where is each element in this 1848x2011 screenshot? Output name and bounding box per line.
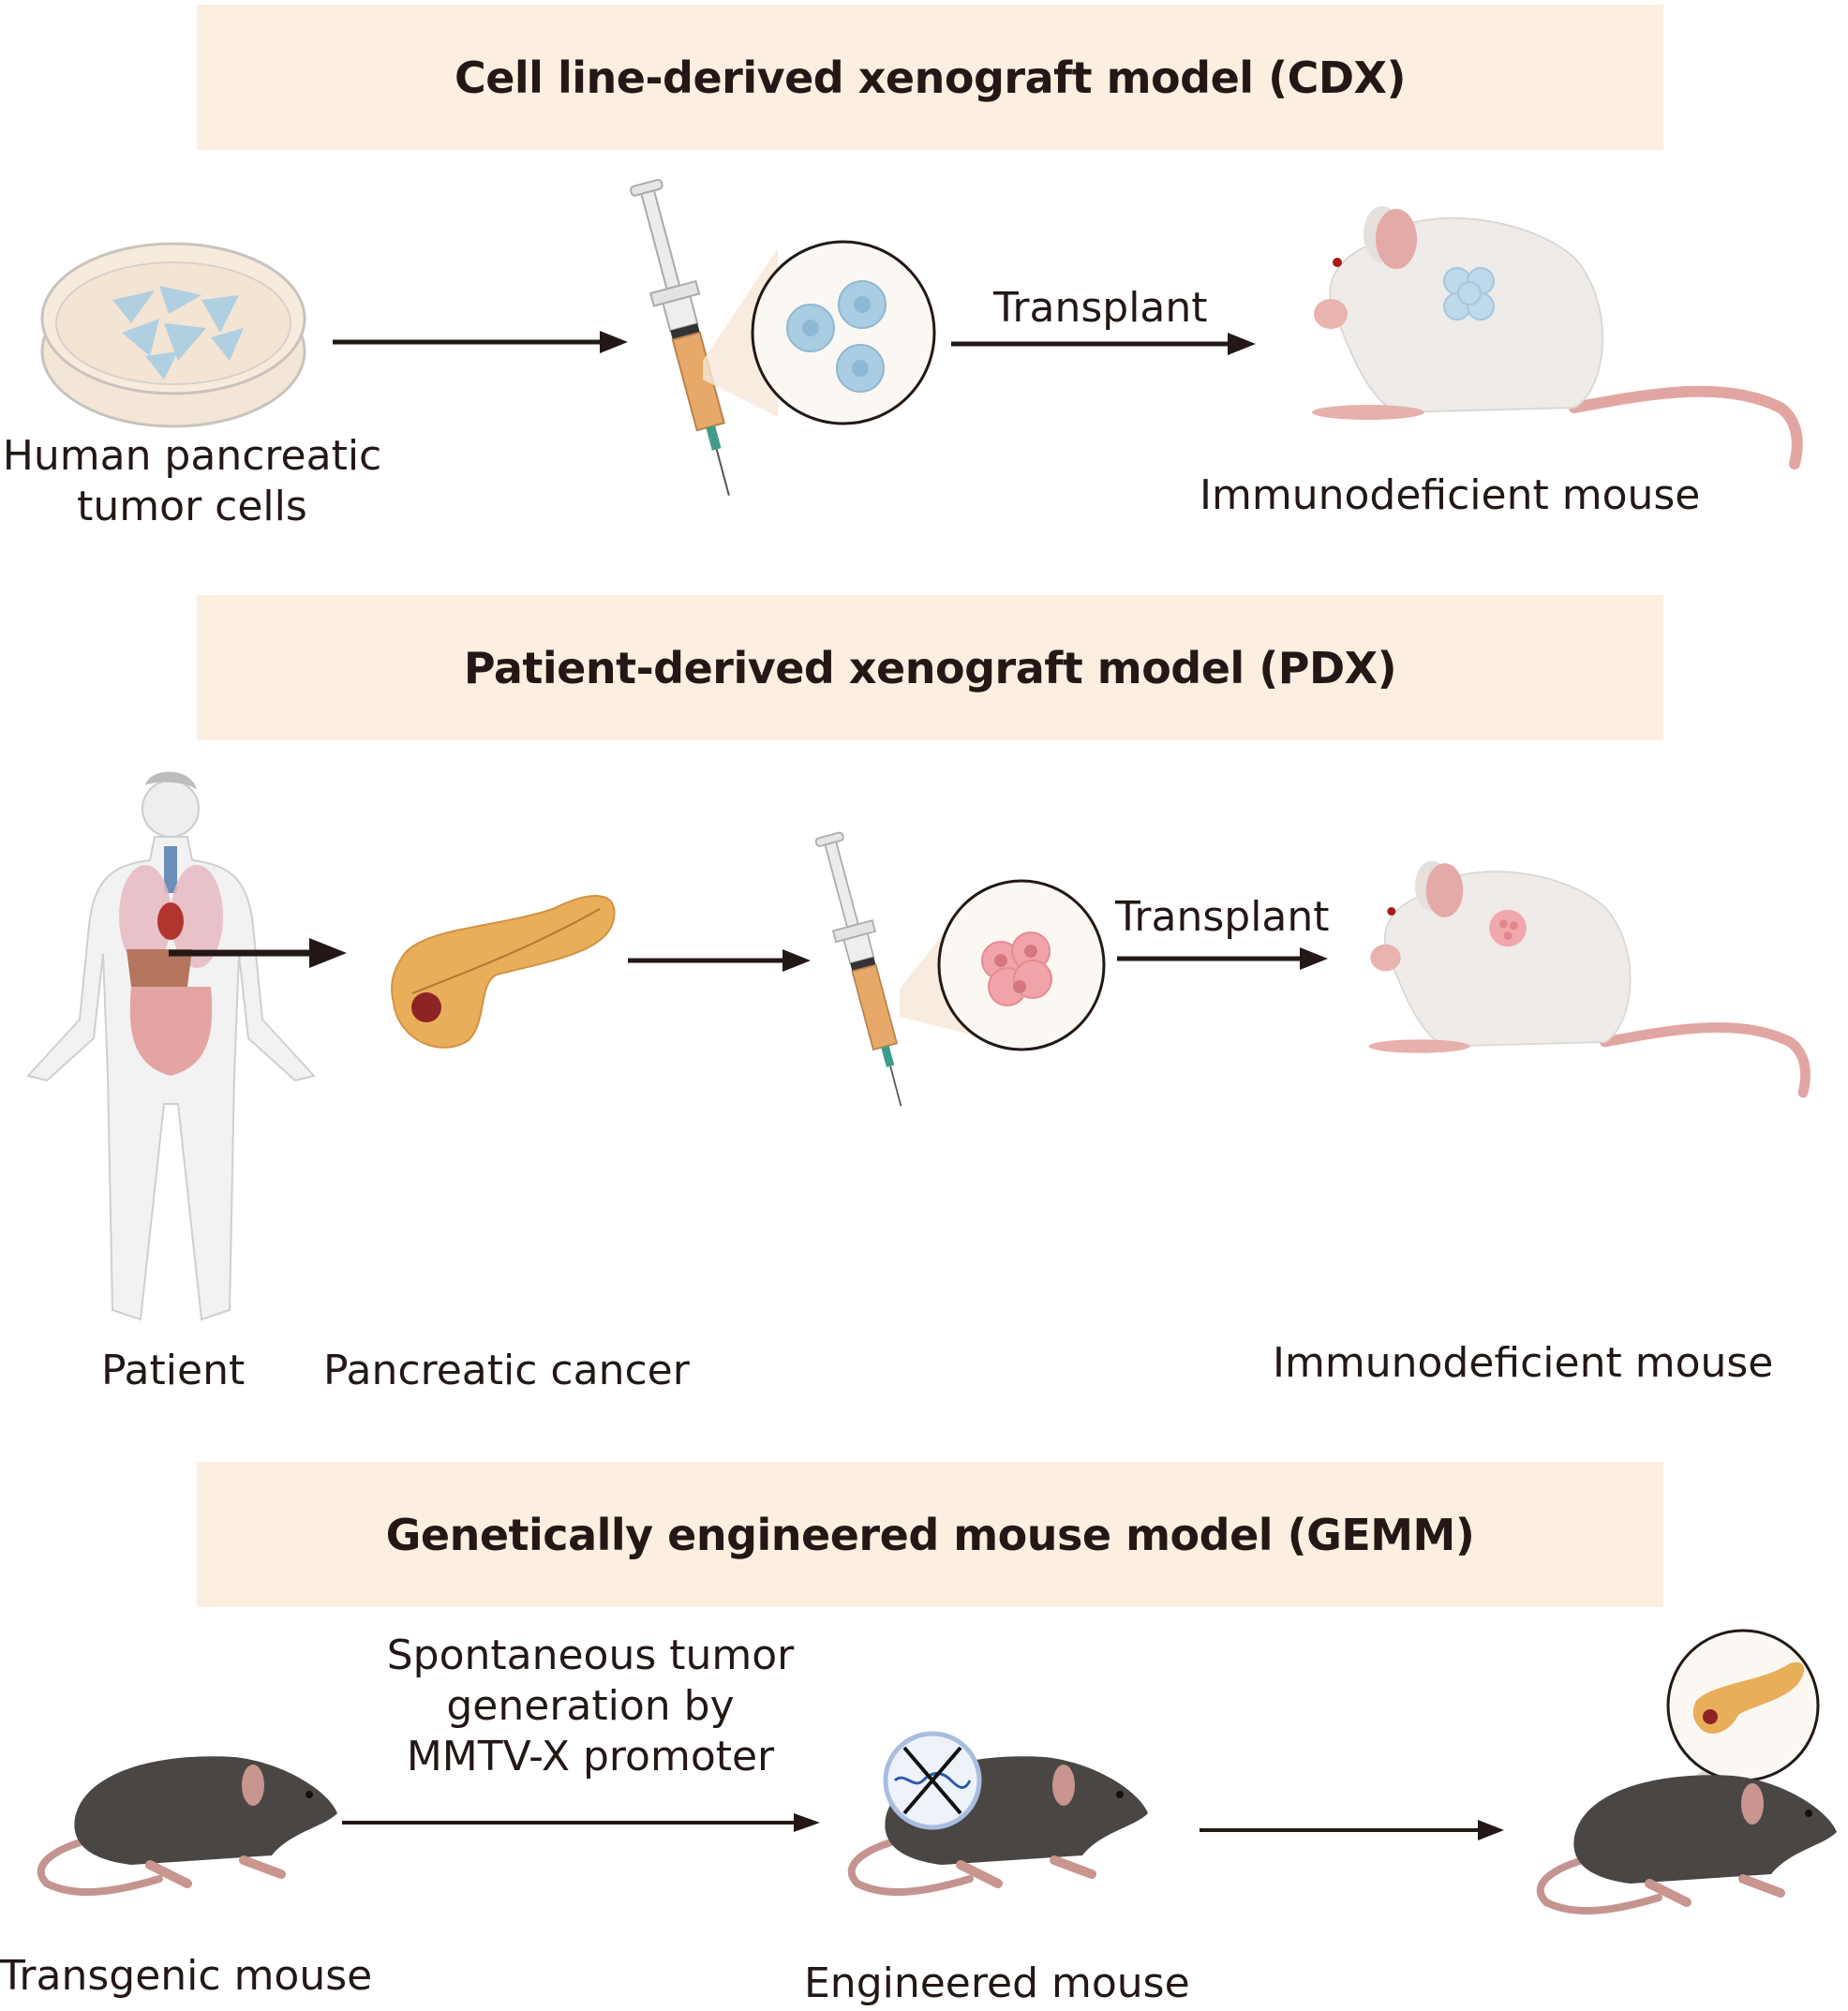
gemm-engineered-label: Engineered mouse <box>804 1959 1190 2007</box>
gemm-arrow-line-1: Spontaneous tumor <box>386 1631 795 1679</box>
immunodeficient-mouse-icon <box>1312 206 1803 469</box>
arrow-right-icon <box>333 331 628 353</box>
cdx-magnified-cells <box>703 240 936 425</box>
pdx-title-banner: Patient-derived xenograft model (PDX) <box>197 595 1663 740</box>
arrow-right-icon <box>628 949 811 972</box>
arrow-right-icon <box>1117 947 1328 970</box>
pdx-transplant-label: Transplant <box>1115 893 1330 941</box>
transgenic-mouse-icon <box>37 1756 337 1897</box>
cdx-title: Cell line-derived xenograft model (CDX) <box>454 52 1407 103</box>
tumor-graft <box>1489 909 1527 947</box>
syringe-icon <box>814 831 902 1107</box>
arrow-right-icon <box>169 938 347 968</box>
tumor-bearing-mouse-icon <box>1536 1629 1837 1915</box>
gemm-source-label: Transgenic mouse <box>0 1952 373 2000</box>
cdx-source-line-2: tumor cells <box>77 483 307 530</box>
gemm-arrow-label: Spontaneous tumor generation by MMTV-X p… <box>384 1631 797 1782</box>
syringe-icon <box>630 178 730 496</box>
immunodeficient-mouse-icon <box>1368 860 1811 1098</box>
pdx-title: Patient-derived xenograft model (PDX) <box>463 642 1397 693</box>
cdx-transplant-label: Transplant <box>993 284 1208 332</box>
pancreas-icon <box>391 895 616 1049</box>
arrow-right-icon <box>1200 1820 1504 1840</box>
gemm-title-banner: Genetically engineered mouse model (GEMM… <box>197 1462 1663 1607</box>
gemm-title: Genetically engineered mouse model (GEMM… <box>385 1509 1475 1560</box>
cdx-target-label: Immunodeficient mouse <box>1200 471 1701 519</box>
engineered-mouse-icon <box>847 1731 1148 1897</box>
cdx-title-banner: Cell line-derived xenograft model (CDX) <box>197 5 1663 150</box>
gene-knockout-icon <box>883 1731 982 1830</box>
arrow-right-icon <box>951 333 1256 355</box>
arrow-right-icon <box>342 1813 820 1832</box>
patient-body-icon <box>26 771 316 1321</box>
petri-dish-icon <box>40 242 306 428</box>
tumor-graft <box>1443 267 1495 320</box>
cdx-source-line-1: Human pancreatic <box>2 432 382 480</box>
tumor-cell <box>981 931 1052 1006</box>
pdx-patient-label: Patient <box>101 1347 246 1394</box>
pdx-target-label: Immunodeficient mouse <box>1273 1339 1774 1387</box>
gemm-arrow-line-2: generation by <box>446 1682 735 1730</box>
pdx-magnified-cells <box>900 879 1106 1051</box>
gemm-arrow-line-3: MMTV-X promoter <box>406 1733 775 1780</box>
pdx-organ-label: Pancreatic cancer <box>323 1347 690 1394</box>
cdx-source-label: Human pancreatic tumor cells <box>0 431 384 532</box>
